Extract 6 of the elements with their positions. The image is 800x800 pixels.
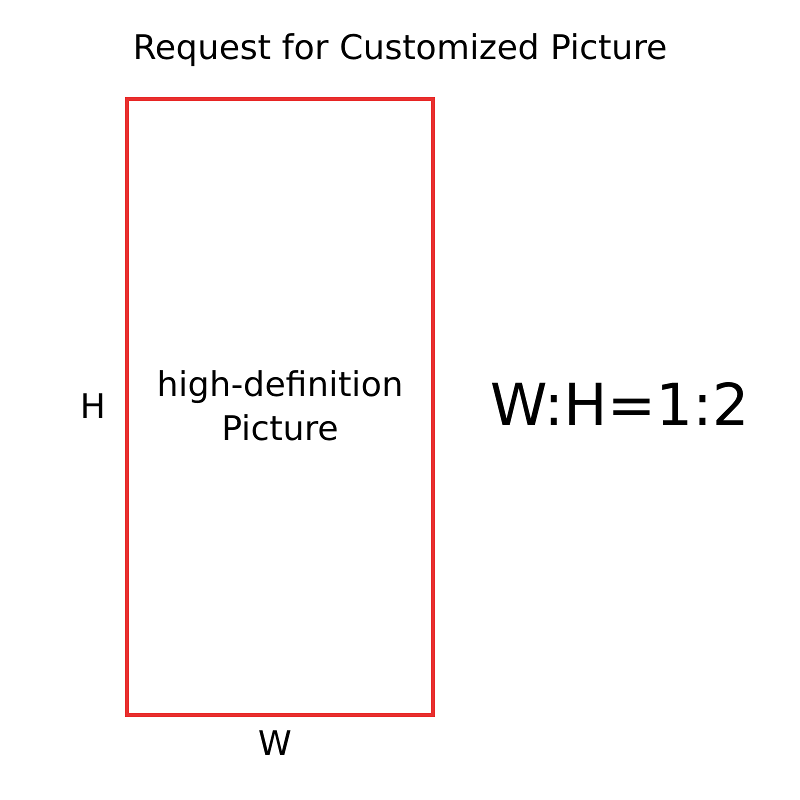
dimension-label: W: [258, 723, 292, 766]
ratio-label: W:H=1:2: [490, 370, 750, 441]
dimension-label: H: [80, 386, 106, 429]
title: Request for Customized Picture: [132, 27, 668, 70]
picture-frame: [125, 97, 435, 717]
frame-label: high-definition Picture: [156, 364, 404, 451]
